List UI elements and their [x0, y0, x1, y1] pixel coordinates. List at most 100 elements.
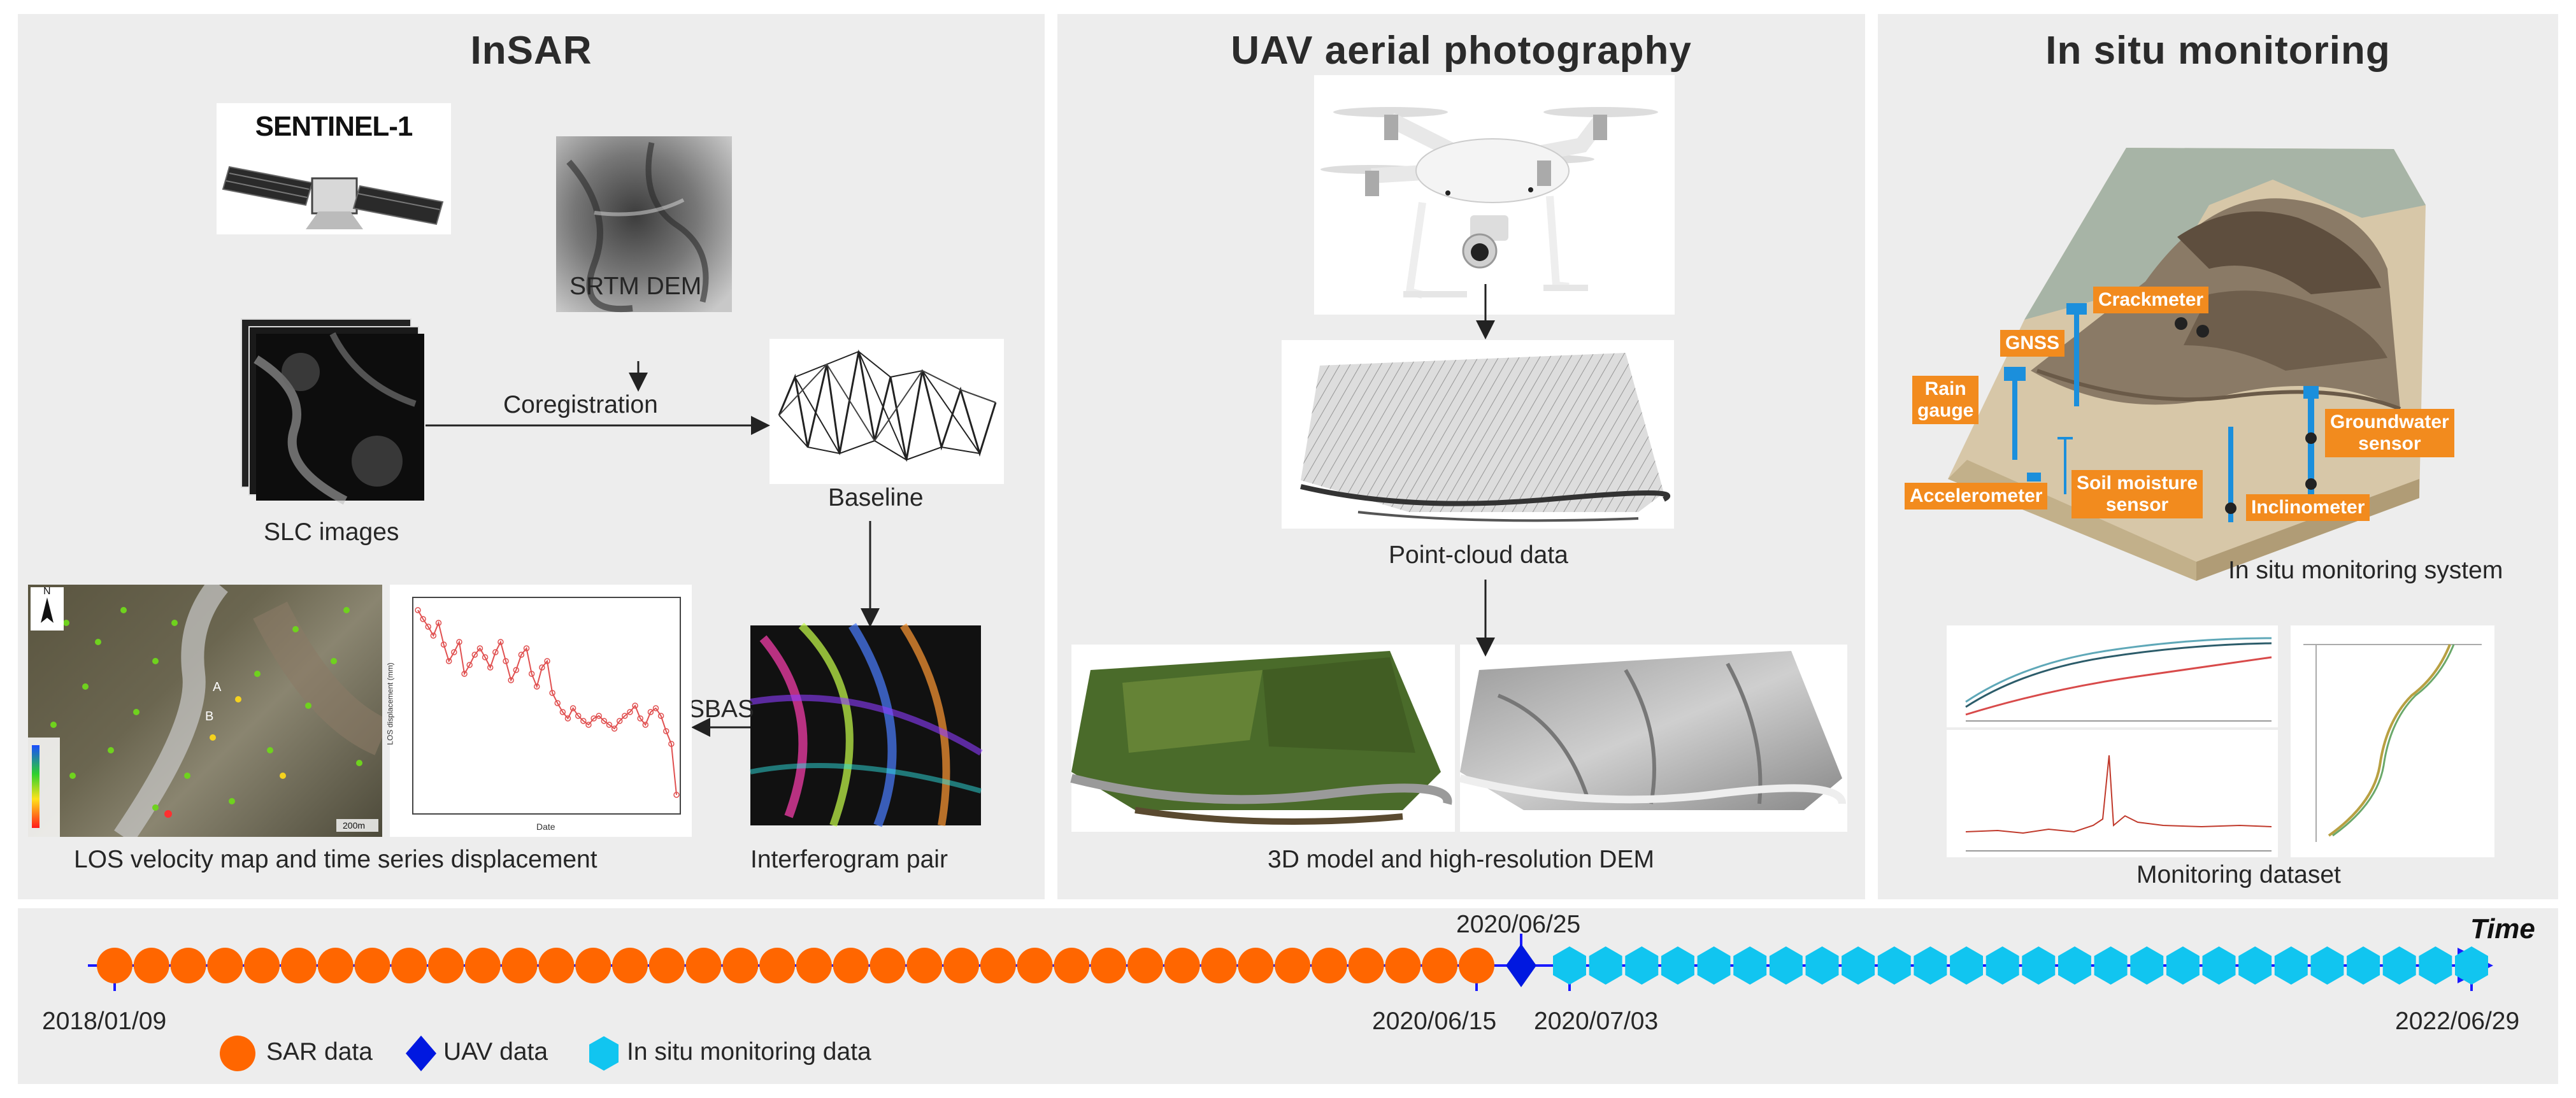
- groundwater-label: Groundwater sensor: [2325, 409, 2454, 457]
- coregistration-label: Coregistration: [503, 391, 658, 418]
- crackmeter-label: Crackmeter: [2093, 287, 2209, 313]
- sar-marker: [1017, 948, 1053, 983]
- insitu-marker: [1950, 946, 1983, 985]
- soil-moisture-label: Soil moisture sensor: [2072, 470, 2203, 518]
- ts-point: [611, 725, 618, 732]
- sar-marker: [869, 948, 906, 983]
- ts-point: [503, 658, 509, 664]
- insitu-marker: [2238, 946, 2272, 985]
- slc-images-label: SLC images: [264, 518, 399, 546]
- ts-point: [642, 722, 649, 728]
- ts-point: [508, 677, 514, 683]
- map-north-label: N: [43, 586, 51, 597]
- sar-markers: [97, 948, 1494, 983]
- ts-point: [601, 718, 608, 724]
- ts-point: [435, 620, 442, 626]
- ts-point: [518, 652, 525, 658]
- uav-panel: UAV aerial photography: [1057, 14, 1865, 899]
- insitu-marker: [2130, 946, 2164, 985]
- insitu-marker: [1914, 946, 1947, 985]
- sar-marker: [464, 948, 501, 983]
- baseline-plot: [769, 339, 1004, 484]
- slc-image: [254, 332, 424, 505]
- ts-point: [425, 624, 431, 630]
- ts-point: [606, 722, 613, 728]
- ts-point: [652, 705, 659, 711]
- ts-point: [471, 652, 478, 658]
- legend-uav-icon: [406, 1036, 436, 1071]
- ts-point: [544, 658, 550, 664]
- satellite-icon: [222, 166, 444, 229]
- time-series-plot: Date LOS displacement (mm): [386, 585, 692, 837]
- sar-marker: [906, 948, 943, 983]
- inclinometer-label: Inclinometer: [2246, 494, 2370, 521]
- insitu-marker: [1842, 946, 1875, 985]
- ts-point: [487, 664, 494, 671]
- sar-marker: [833, 948, 869, 983]
- rain-gauge-icon: [2004, 367, 2026, 460]
- sar-marker: [1422, 948, 1458, 983]
- insitu-marker: [2022, 946, 2056, 985]
- insitu-marker: [2166, 946, 2200, 985]
- insitu-marker: [2274, 946, 2308, 985]
- insitu-marker: [2094, 946, 2128, 985]
- legend-sar-label: SAR data: [266, 1038, 373, 1066]
- sar-marker: [354, 948, 390, 983]
- uav-3d-model: [1070, 645, 1455, 832]
- insitu-markers: [1553, 946, 2488, 985]
- ts-point: [668, 741, 675, 747]
- date-start: 2018/01/09: [42, 1008, 167, 1035]
- sar-marker: [428, 948, 464, 983]
- sar-marker: [1201, 948, 1237, 983]
- ts-point: [482, 654, 489, 660]
- sar-marker: [1385, 948, 1421, 983]
- sar-marker: [1127, 948, 1163, 983]
- sar-marker: [1091, 948, 1127, 983]
- insitu-system-label: In situ monitoring system: [2228, 557, 2503, 584]
- insitu-title: In situ monitoring: [2045, 29, 2391, 73]
- sar-marker: [1459, 948, 1494, 983]
- date-uav: 2020/06/25: [1456, 911, 1581, 938]
- ts-point: [456, 639, 462, 645]
- ts-point: [430, 632, 437, 639]
- legend-uav-label: UAV data: [443, 1038, 548, 1066]
- rain-gauge-label: Rain gauge: [1912, 376, 1979, 424]
- uav-marker: [1506, 944, 1536, 987]
- insitu-marker: [1986, 946, 2019, 985]
- sar-marker: [1275, 948, 1311, 983]
- ts-point: [559, 709, 566, 715]
- date-sar-end: 2020/06/15: [1372, 1008, 1497, 1035]
- sbas-label: SBAS: [688, 695, 755, 723]
- ts-point: [445, 658, 452, 664]
- ts-point: [596, 713, 602, 719]
- drone-icon: [1320, 107, 1658, 299]
- sar-marker: [943, 948, 980, 983]
- ts-point: [637, 715, 643, 722]
- ts-point: [534, 683, 540, 690]
- insitu-marker: [1733, 946, 1767, 985]
- insitu-marker: [2455, 946, 2488, 985]
- timeline-chart: [88, 934, 2493, 1071]
- sar-marker: [612, 948, 648, 983]
- sar-marker: [170, 948, 206, 983]
- slope-model: [1948, 148, 2426, 581]
- time-label: Time: [2470, 913, 2535, 945]
- insitu-marker: [1661, 946, 1694, 985]
- insitu-marker: [1769, 946, 1803, 985]
- ts-point: [539, 664, 545, 671]
- ts-point: [673, 792, 680, 798]
- sar-marker: [317, 948, 354, 983]
- sar-marker: [1311, 948, 1347, 983]
- srtm-dem-image: [556, 136, 732, 313]
- point-cloud-label: Point-cloud data: [1389, 541, 1568, 569]
- ts-point: [647, 709, 654, 715]
- ts-point: [627, 709, 633, 715]
- point-cloud-image: [1282, 340, 1674, 529]
- groundwater-sensor-icon: [2303, 386, 2319, 504]
- insitu-marker: [1697, 946, 1731, 985]
- ts-point: [549, 690, 555, 696]
- los-label: LOS velocity map and time series displac…: [74, 846, 597, 873]
- ts-point: [622, 713, 628, 719]
- ts-point: [440, 641, 447, 648]
- monitoring-chart-1: [1947, 625, 2278, 727]
